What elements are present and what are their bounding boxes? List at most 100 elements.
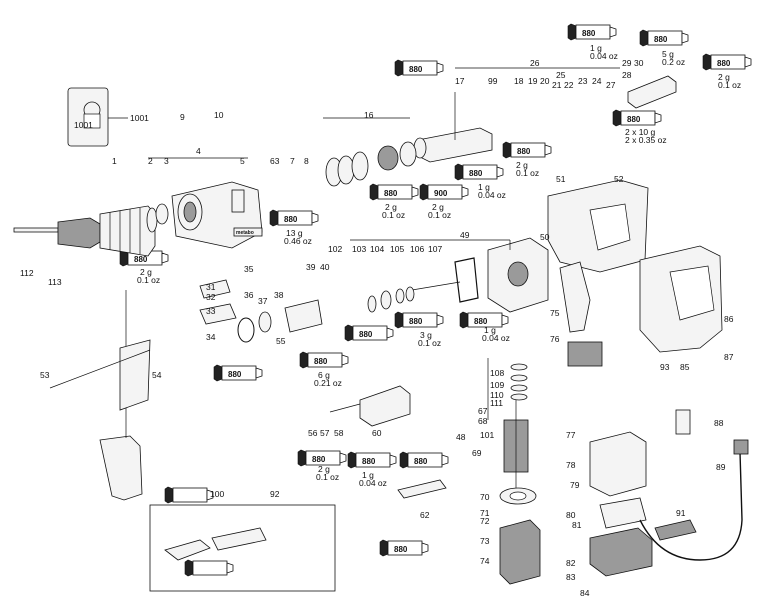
- callout-label: 111: [490, 398, 503, 408]
- callout-label: 30: [634, 58, 644, 68]
- callout-label: 100: [210, 489, 224, 499]
- tube-quantity: 2 g: [318, 464, 330, 474]
- part-plate-text: metabo: [236, 230, 254, 236]
- tube-quantity: 0.46 oz: [284, 236, 312, 246]
- callout-label: 89: [716, 462, 726, 472]
- tube-label: 880: [384, 189, 398, 198]
- leader-lines: [108, 67, 620, 420]
- grease-tube: 880 1 g 0.04 oz: [347, 451, 397, 488]
- callout-label: 35: [244, 264, 254, 274]
- tube-quantity: 6 g: [318, 370, 330, 380]
- callout-label: 21: [552, 80, 562, 90]
- ring-set: [325, 141, 417, 187]
- tube-quantity: 5 g: [662, 49, 674, 59]
- callout-label: 56: [308, 428, 318, 438]
- callout-label: 9: [180, 112, 185, 122]
- callout-label: 48: [456, 432, 466, 442]
- tube-quantity: 2 g: [385, 202, 397, 212]
- callout-label: 31: [206, 282, 216, 292]
- callout-label: 52: [614, 174, 624, 184]
- field-housing: [589, 431, 647, 497]
- callout-label: 17: [455, 76, 465, 86]
- grease-tube: 880 1 g 0.04 oz: [567, 23, 618, 61]
- callout-label: 38: [274, 290, 284, 300]
- callout-label: 51: [556, 174, 566, 184]
- grease-tube: 880 2 g 0.1 oz: [119, 249, 169, 285]
- callout-label: 26: [530, 58, 540, 68]
- callout-label: 79: [570, 480, 580, 490]
- tube-quantity: 2 x 10 g: [625, 127, 656, 137]
- washer-stack: [510, 363, 528, 401]
- brush-plate: [599, 497, 647, 529]
- spindle-tube: [413, 127, 493, 163]
- callout-label: 2: [148, 156, 153, 166]
- grease-tube: 880 3 g 0.1 oz: [394, 311, 444, 348]
- callout-label: 18: [514, 76, 524, 86]
- tube-quantity: 2 g: [432, 202, 444, 212]
- callout-labels: 1001 9 10 1 2 3 4 5 63 7 8 16 17 99 18 1…: [20, 58, 734, 598]
- callout-label: 58: [334, 428, 344, 438]
- callout-label: 57: [320, 428, 330, 438]
- switch: [559, 261, 603, 367]
- callout-label: 16: [364, 110, 374, 120]
- armature: [503, 400, 529, 488]
- tube-label: 880: [362, 457, 376, 466]
- callout-label: 1: [112, 156, 117, 166]
- callout-label: 72: [480, 516, 490, 526]
- callout-label: 62: [420, 510, 430, 520]
- callout-label: 107: [428, 244, 442, 254]
- callout-label: 55: [276, 336, 286, 346]
- tube-quantity: 2 x 0.35 oz: [625, 135, 667, 145]
- grease-tube: 880: [213, 364, 263, 382]
- callout-label: 24: [592, 76, 602, 86]
- callout-label: 74: [480, 556, 490, 566]
- callout-label: 8: [304, 156, 309, 166]
- gearbox-body: [487, 237, 549, 313]
- grease-tube: 880 5 g 0.2 oz: [639, 29, 689, 67]
- grease-tube: 900 2 g 0.1 oz: [419, 183, 469, 220]
- spline-shaft: [329, 385, 411, 427]
- callout-label: 50: [540, 232, 550, 242]
- callout-label: 83: [566, 572, 576, 582]
- callout-label: 10: [214, 110, 224, 120]
- callout-label: 99: [488, 76, 498, 86]
- tube-quantity: 0.1 oz: [428, 210, 451, 220]
- callout-label: 103: [352, 244, 366, 254]
- bottom-cover: [589, 527, 653, 577]
- callout-label: 4: [196, 146, 201, 156]
- grease-tube: 880 2 x 10 g 2 x 0.35 oz: [612, 109, 667, 145]
- callout-label: 105: [390, 244, 404, 254]
- callout-label: 19: [528, 76, 538, 86]
- tube-label: 900: [434, 189, 448, 198]
- callout-label: 86: [724, 314, 734, 324]
- callout-label: 20: [540, 76, 550, 86]
- tube-label: 880: [474, 317, 488, 326]
- tube-label: 880: [228, 370, 242, 379]
- callout-label: 63: [270, 156, 280, 166]
- tube-quantity: 1 g: [362, 470, 374, 480]
- grease-tube: 880 1 g 0.04 oz: [459, 311, 510, 343]
- depth-rod: [49, 349, 151, 389]
- fan-ring: [499, 487, 537, 505]
- gasket: [454, 257, 479, 303]
- callout-label: 23: [578, 76, 588, 86]
- callout-label: 7: [290, 156, 295, 166]
- callout-label: 101: [480, 430, 494, 440]
- callout-label: 71: [480, 508, 490, 518]
- tube-quantity: 1 g: [478, 182, 490, 192]
- callout-label: 88: [714, 418, 724, 428]
- callout-label: 1001: [74, 120, 93, 130]
- chuck-key: [397, 479, 447, 499]
- callout-label: 22: [564, 80, 574, 90]
- side-handle: [99, 290, 151, 501]
- callout-label: 81: [572, 520, 582, 530]
- stator: [499, 519, 541, 585]
- callout-label: 28: [622, 70, 632, 80]
- grease-tube: 880 2 g 0.1 oz: [297, 449, 347, 482]
- drill-chuck: [13, 205, 156, 257]
- callout-label: 112: [20, 268, 34, 278]
- callout-label: 113: [48, 277, 62, 287]
- clamp-parts: [199, 279, 323, 343]
- callout-label: 92: [270, 489, 280, 499]
- shaft-and-rings: [367, 281, 461, 313]
